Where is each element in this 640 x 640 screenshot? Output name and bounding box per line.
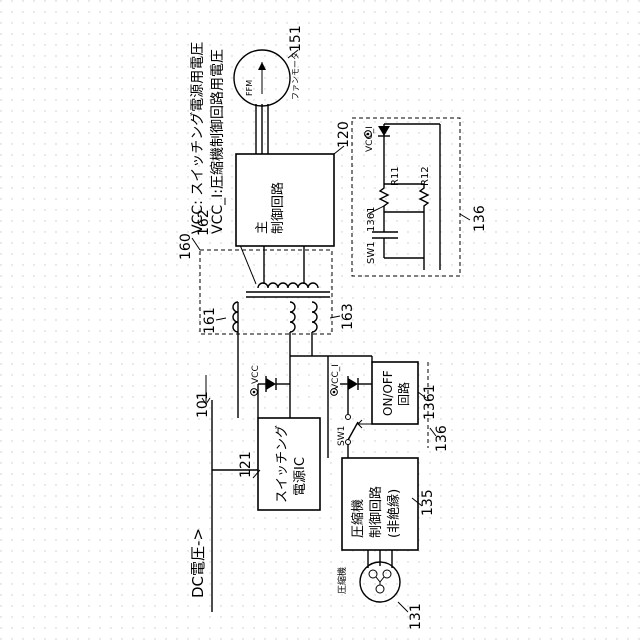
- compressor-control-line1: 圧縮機: [350, 499, 366, 538]
- switching-ic-line2: 電源IC: [293, 457, 308, 496]
- r11-label: R11: [390, 166, 401, 186]
- compressor-control-line2: 制御回路: [368, 486, 384, 538]
- fan-motor-label: ファンモータ: [291, 52, 300, 100]
- r12-label: R12: [420, 166, 431, 186]
- label-101: 101: [195, 391, 211, 418]
- switching-ic-line1: スイッチング: [275, 425, 290, 503]
- on-off-circuit-box: [372, 362, 418, 424]
- detail-sw1-label: SW1: [366, 241, 377, 264]
- main-control-line1: 主: [255, 221, 270, 234]
- on-off-line2: 回路: [396, 382, 411, 406]
- sw1-label: SW1: [337, 426, 347, 446]
- label-1361: 1361: [422, 384, 438, 420]
- legend-vcc: VCC: スイッチング電源用電圧: [190, 42, 206, 234]
- label-121: 121: [238, 451, 254, 478]
- dc-voltage-label: DC電圧->: [189, 528, 207, 598]
- label-136: 136: [434, 425, 450, 452]
- vcc-label: VCC: [251, 365, 261, 384]
- label-151: 151: [288, 25, 304, 52]
- label-161: 161: [202, 307, 218, 334]
- detail-vcc-i-label: VCC_I: [365, 126, 375, 152]
- label-120: 120: [336, 121, 352, 148]
- compressor-control-line3: (非絶縁): [386, 489, 402, 538]
- compressor-label-small: 圧縮機: [336, 567, 348, 594]
- ffm-label: FFM: [245, 80, 254, 96]
- label-163: 163: [340, 303, 356, 330]
- on-off-line1: ON/OFF: [381, 370, 395, 416]
- detail-136-label: 136: [472, 205, 488, 232]
- vcc-i-label: VCC_I: [331, 364, 341, 390]
- label-160: 160: [178, 233, 194, 260]
- legend-vcc-i: VCC_I:圧縮機制御回路用電圧: [210, 49, 226, 234]
- label-131: 131: [408, 603, 424, 630]
- main-control-line2: 制御回路: [270, 182, 286, 234]
- label-135: 135: [420, 489, 436, 516]
